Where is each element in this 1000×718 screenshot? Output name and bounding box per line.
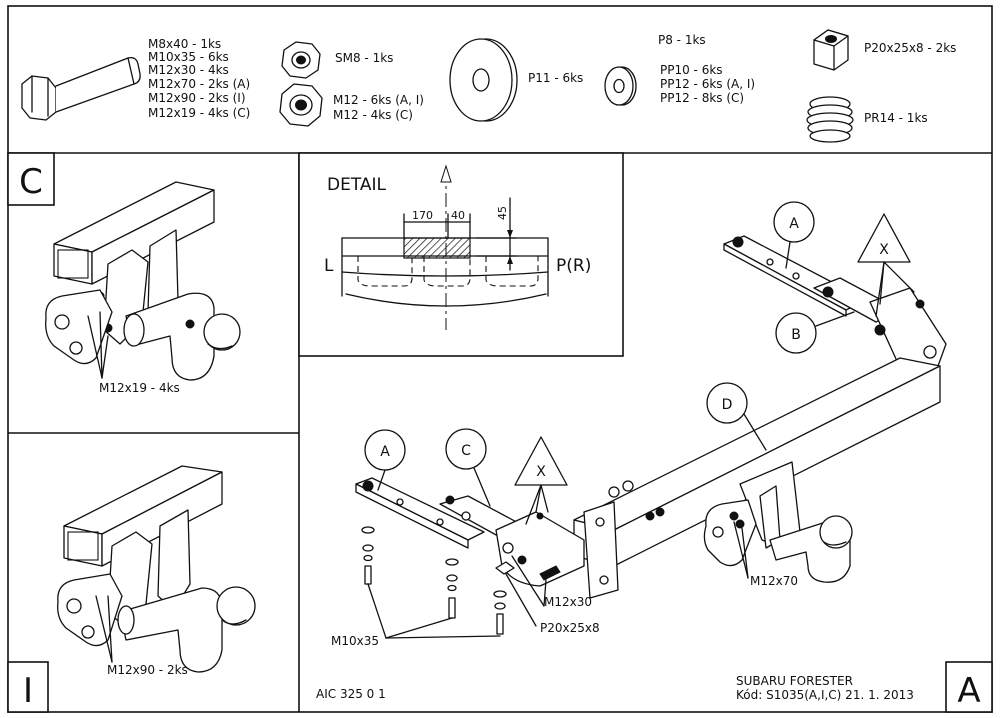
panel-i-assembly <box>57 465 256 673</box>
panel-c-callout-lines <box>87 311 109 379</box>
bubble-c-label: C <box>461 443 471 459</box>
pp-label-1: PP10 - 6ks <box>660 63 723 77</box>
callout-m10x35: M10x35 <box>331 634 379 648</box>
fastener-stack-2 <box>445 558 459 619</box>
main-assembly <box>355 235 947 635</box>
bubble-a-right <box>773 201 815 269</box>
bubble-b-label: B <box>791 327 801 343</box>
triangle-x-right <box>857 213 915 317</box>
detail-label-l: L <box>324 256 334 276</box>
callout-m12x30: M12x30 <box>544 595 592 609</box>
panel-c-assembly <box>45 181 241 381</box>
bolt-line-3: M12x30 - 4ks <box>148 63 229 77</box>
bubble-a-left <box>364 429 406 491</box>
sm8-nut-icon <box>281 41 321 79</box>
detail-dim-170: 170 <box>412 209 433 222</box>
c-letter-box <box>7 152 55 206</box>
pr14-spring-washer-icon <box>806 96 854 143</box>
panel-i-callout: M12x90 - 2ks <box>107 663 188 677</box>
p11-label: P11 - 6ks <box>528 71 583 85</box>
m12-nut-icon <box>279 83 323 127</box>
bubble-d-label: D <box>722 397 733 413</box>
sm8-label: SM8 - 1ks <box>335 51 393 65</box>
kod-line: Kód: S1035(A,I,C) 21. 1. 2013 <box>736 688 914 702</box>
panel-i-callout-lines <box>95 595 113 663</box>
pp-label-3: PP12 - 8ks (C) <box>660 91 744 105</box>
m12-label-1: M12 - 6ks (A, I) <box>333 93 424 107</box>
p8-label: P8 - 1ks <box>658 33 706 47</box>
detail-title: DETAIL <box>327 175 387 195</box>
bolt-line-1: M8x40 - 1ks <box>148 37 221 51</box>
bubble-a-left-label: A <box>380 444 390 460</box>
p20-label: P20x25x8 - 2ks <box>864 41 956 55</box>
vehicle-name: SUBARU FORESTER <box>736 674 853 688</box>
m12-label-2: M12 - 4ks (C) <box>333 108 413 122</box>
detail-dim-45: 45 <box>496 206 509 220</box>
bolt-line-4: M12x70 - 2ks (A) <box>148 77 250 91</box>
c-letter: C <box>19 162 43 202</box>
bolt-line-2: M10x35 - 6ks <box>148 50 229 64</box>
bolt-line-6: M12x19 - 4ks (C) <box>148 106 250 120</box>
sheet-border <box>7 5 993 713</box>
bubble-b <box>775 311 855 354</box>
a-letter-box <box>945 661 993 713</box>
detail-drawing <box>341 164 549 330</box>
callout-m12x70: M12x70 <box>750 574 798 588</box>
fastener-stack-1 <box>361 526 375 585</box>
fastener-stack-3 <box>493 590 507 635</box>
p20-square-washer-icon <box>813 29 849 71</box>
main-callout-lines <box>367 521 749 639</box>
triangle-x-left <box>514 436 568 525</box>
bubble-a-right-label: A <box>789 216 799 232</box>
a-letter: A <box>957 671 980 711</box>
triangle-x-right-label: X <box>879 242 889 258</box>
drawing-code: AIC 325 0 1 <box>316 687 386 701</box>
pr14-label: PR14 - 1ks <box>864 111 928 125</box>
bolt-line-5: M12x90 - 2ks (I) <box>148 91 246 105</box>
detail-label-pr: P(R) <box>556 256 591 276</box>
callout-p20x25x8: P20x25x8 <box>540 621 600 635</box>
bubble-c <box>445 428 491 507</box>
triangle-x-left-label: X <box>536 464 546 480</box>
i-letter: I <box>23 671 33 711</box>
i-letter-box <box>7 661 49 713</box>
panel-c-callout: M12x19 - 4ks <box>99 381 180 395</box>
pp-washer-icon <box>604 66 637 106</box>
p11-washer-icon <box>449 38 518 122</box>
pp-label-2: PP12 - 6ks (A, I) <box>660 77 755 91</box>
hex-bolt-icon <box>21 56 141 121</box>
bubble-d <box>706 382 767 451</box>
detail-dim-40: 40 <box>451 209 465 222</box>
